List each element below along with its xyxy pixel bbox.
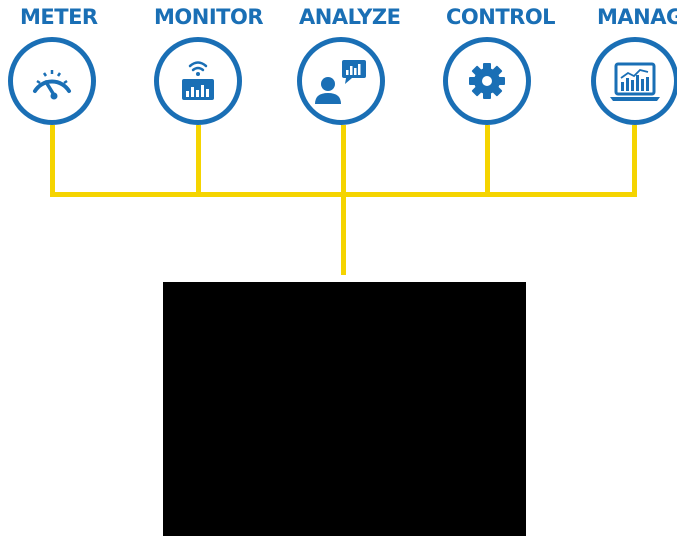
wifi-screen-icon [182,61,214,100]
redacted-block [163,282,526,536]
connector-meter [50,125,55,197]
node-label-analyze: ANALYZE [299,5,401,29]
node-label-control: CONTROL [446,5,556,29]
node-monitor [154,37,242,125]
node-label-manage: MANAGE [597,5,677,29]
node-analyze [297,37,385,125]
connector-analyze [341,125,346,275]
node-label-meter: METER [20,5,98,29]
person-chart-icon [315,60,366,104]
connector-horizontal-bus [50,192,637,197]
gauge-icon [33,70,71,100]
connector-control [485,125,490,197]
connector-manage [632,125,637,197]
node-meter [8,37,96,125]
laptop-chart-icon [610,62,660,101]
connector-monitor [196,125,201,197]
node-label-monitor: MONITOR [154,5,264,29]
node-manage [591,37,677,125]
gear-icon [469,63,505,99]
node-control [443,37,531,125]
